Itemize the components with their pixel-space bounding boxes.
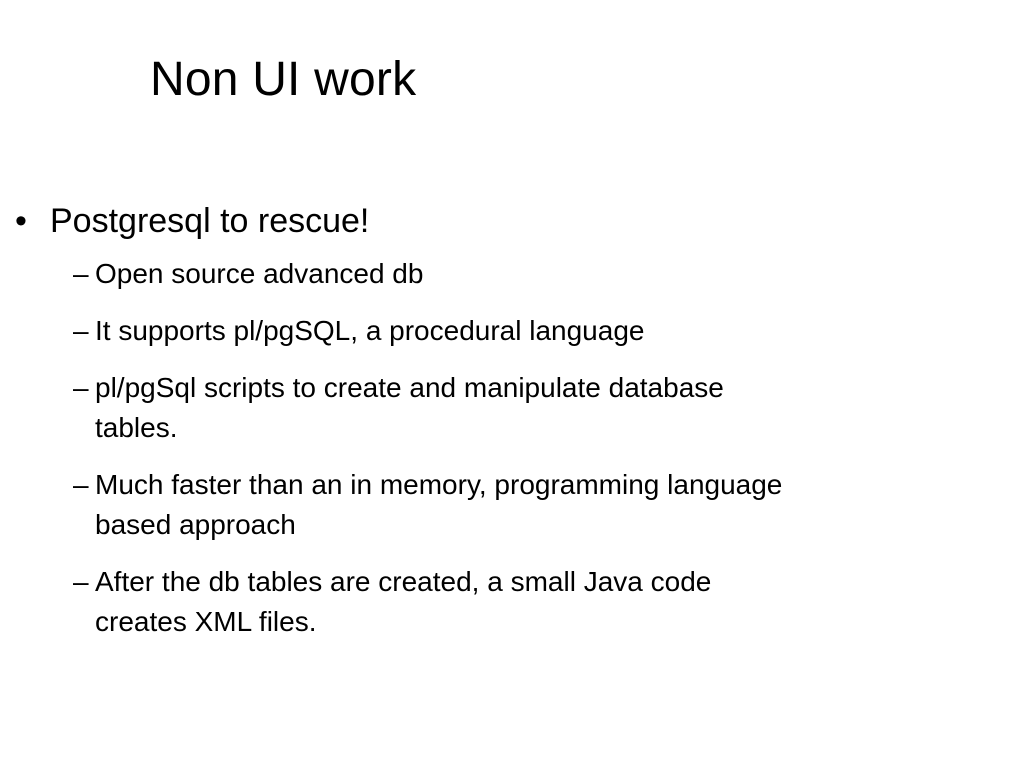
sub-bullet-text: Much faster than an in memory, programmi… [95,469,783,540]
bullet-text: Postgresql to rescue! [50,202,370,240]
dash-marker: – [73,315,89,346]
dash-marker: – [73,258,89,289]
sub-bullet-item: – After the db tables are created, a sma… [0,562,869,642]
bullet-marker: • [15,202,27,240]
dash-marker: – [73,372,89,403]
sub-bullet-item: – Open source advanced db [0,254,869,294]
bullet-item: • Postgresql to rescue! [0,196,1024,250]
dash-marker: – [73,566,89,597]
sub-bullet-item: – pl/pgSql scripts to create and manipul… [0,368,869,448]
sub-bullet-text: Open source advanced db [95,258,424,289]
sub-bullet-list: – Open source advanced db – It supports … [0,254,1024,642]
sub-bullet-item: – It supports pl/pgSQL, a procedural lan… [0,311,869,351]
sub-bullet-text: After the db tables are created, a small… [95,566,712,637]
sub-bullet-item: – Much faster than an in memory, program… [0,465,869,545]
sub-bullet-text: It supports pl/pgSQL, a procedural langu… [95,315,645,346]
sub-bullet-text: pl/pgSql scripts to create and manipulat… [95,372,724,443]
slide-content: • Postgresql to rescue! – Open source ad… [0,196,1024,659]
slide-title: Non UI work [150,53,417,106]
dash-marker: – [73,469,89,500]
